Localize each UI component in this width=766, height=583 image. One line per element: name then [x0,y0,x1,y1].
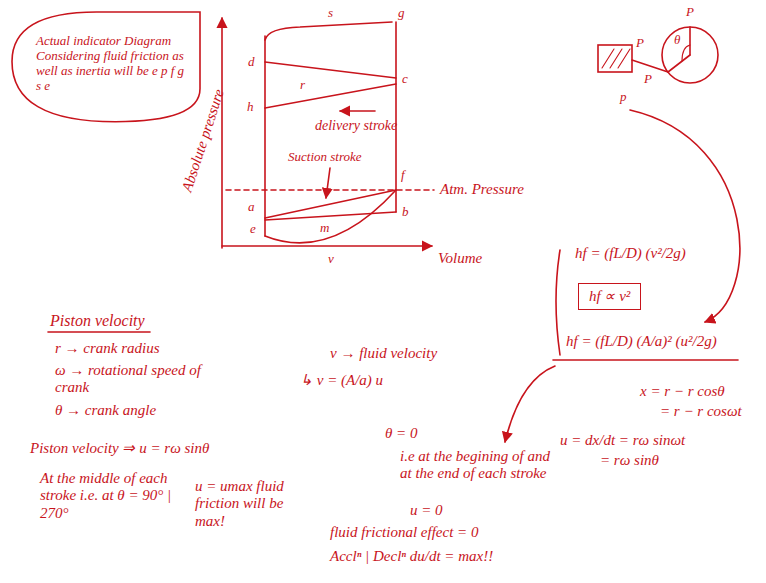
formula: = r − r cosωt [660,403,742,420]
stroke-arrow [340,110,375,112]
symbol-note: ω → rotational speed of crank [55,362,220,397]
point-letter: r [300,78,305,93]
symbol-note: θ → crank angle [55,402,156,419]
suction-line [265,212,396,220]
line-label: Atm. Pressure [440,181,524,198]
underline [48,331,150,333]
point-letter: h [247,100,254,115]
diagram-left-side [264,36,266,236]
axis-label: Absolute pressure [179,87,228,194]
bracket [556,250,560,355]
note: At the middle of each stroke i.e. at θ =… [40,470,185,522]
underline [553,359,738,361]
formula: ↳ v = (A/a) u [300,372,383,389]
angle-letter: θ [674,33,680,48]
note: i.e at the begining of and at the end of… [400,448,550,483]
formula: hf = (fL/D) (v²/2g) [575,245,686,262]
delivery-curve [265,22,392,40]
point-letter: v [328,252,334,267]
crank-circle [662,27,718,83]
force-letter: P [636,36,644,51]
stroke-arrow [326,168,330,198]
formula: θ = 0 [385,425,418,442]
force-letter: P [686,5,694,20]
formula: u = 0 [410,502,443,519]
formula: x = r − r cosθ [640,383,725,400]
delivery-line [265,84,396,108]
leader-arrow [505,366,555,442]
point-letter: b [402,205,409,220]
formula: u = dx/dt = rω sinωt [560,432,685,449]
point-letter: a [248,200,255,215]
pressure-axis [221,18,223,248]
callout-outline [12,12,200,122]
note: u = umax fluid friction will be max! [195,478,315,530]
point-letter: c [402,72,408,87]
diagram-right-side [395,22,397,212]
force-letter: p [620,90,627,105]
cylinder [598,45,632,72]
point-letter: s [328,6,333,21]
volume-axis [222,245,432,247]
formula: Acclⁿ | Declⁿ du/dt = max!! [330,548,493,565]
boxed-formula: hf ∝ v² [578,283,641,310]
atmospheric-line [226,189,434,191]
point-letter: e [250,222,256,237]
leader-arrow [630,110,740,322]
node-text: Actual indicator Diagram Considering flu… [36,34,186,94]
point-letter: g [398,6,405,21]
formula: = rω sinθ [600,452,659,469]
stroke-label: Suction stroke [288,150,362,165]
node-text: hf ∝ v² [589,288,630,305]
angle-arc [682,45,690,61]
point-letter: m [320,221,329,236]
symbol-note: r → crank radius [55,340,160,357]
symbol-note: v → fluid velocity [330,345,437,362]
crank [668,55,690,72]
hatching [602,49,630,68]
force-letter: P [644,72,652,87]
callout-note: Actual indicator Diagram Considering flu… [12,12,200,122]
connecting-rod [632,60,668,72]
note: fluid frictional effect = 0 [330,524,478,541]
delivery-line [265,62,396,78]
section-heading: Piston velocity [50,312,145,330]
point-letter: d [248,55,255,70]
crank-reference [689,27,691,55]
formula: hf = (fL/D) (A/a)² (u²/2g) [566,333,717,350]
axis-label: Volume [438,250,482,267]
suction-curve [265,190,396,243]
stroke-label: delivery stroke [315,118,397,134]
formula: Piston velocity ⇒ u = rω sinθ [30,440,209,457]
point-letter: f [401,168,405,183]
